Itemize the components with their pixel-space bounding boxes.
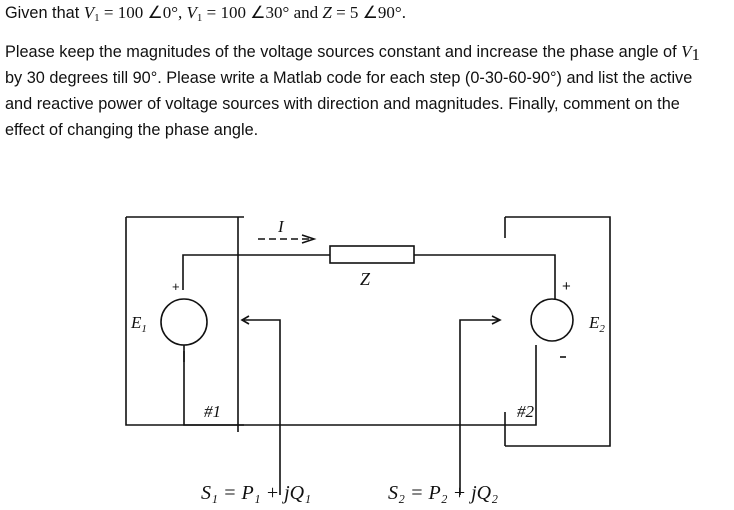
given-lead: Given that [5,4,84,22]
problem-line-1-text: Please keep the magnitudes of the voltag… [5,43,682,61]
source1-label: E1 [130,313,147,335]
right-box-outline [505,216,611,447]
problem-line-3: and reactive power of voltage sources wi… [5,95,680,113]
source2-circle [530,298,574,342]
source1-circle [160,298,208,346]
source2-label: E2 [588,313,605,335]
and-text: and [293,3,323,22]
z-symbol: Z [322,3,332,22]
v1-symbol: V [83,3,95,22]
given-math: V1 = 100 ∠0°, V1 = 100 ∠30° and Z = 5 ∠9… [83,3,406,24]
node2-label: #2 [517,402,535,421]
v1-value: = 100 ∠0°, [99,3,187,22]
z-value: = 5 ∠90°. [331,3,406,22]
current-arrow-head [301,234,317,244]
problem-line-4: effect of changing the phase angle. [5,121,259,139]
left-box-outline [125,217,244,426]
v1-subscript: 1 [94,12,100,24]
s1-formula: S₁ = P₁ + jQ₁ [201,482,311,504]
source2-plus: + [562,278,571,295]
impedance-label: Z [360,269,371,289]
problem-v-subscript: 1 [691,45,701,64]
v2-symbol: V [186,3,197,22]
measure-arrow-2 [491,315,502,325]
problem-v-symbol: V [681,42,692,61]
source1-plus: + [172,279,180,294]
impedance-box [329,245,415,264]
wire-bottom [183,345,537,426]
measure-line-2 [459,319,499,495]
wire-top-left [182,254,330,290]
v2-value: = 100 ∠30° [202,3,294,22]
problem-line-1: Please keep the magnitudes of the voltag… [5,39,700,65]
current-label: I [277,217,285,236]
v2-subscript: 1 [196,12,203,24]
node1-label: #1 [204,402,221,421]
measure-line-1 [244,319,281,495]
s2-formula: S₂ = P₂ + jQ₂ [388,482,498,504]
wire-top-right [414,254,556,290]
measure-arrow-1 [240,315,250,325]
given-statement: Given that V1 = 100 ∠0°, V1 = 100 ∠30° a… [5,0,406,26]
problem-line-2: by 30 degrees till 90°. Please write a M… [5,69,693,87]
problem-paragraph: Please keep the magnitudes of the voltag… [5,39,700,143]
